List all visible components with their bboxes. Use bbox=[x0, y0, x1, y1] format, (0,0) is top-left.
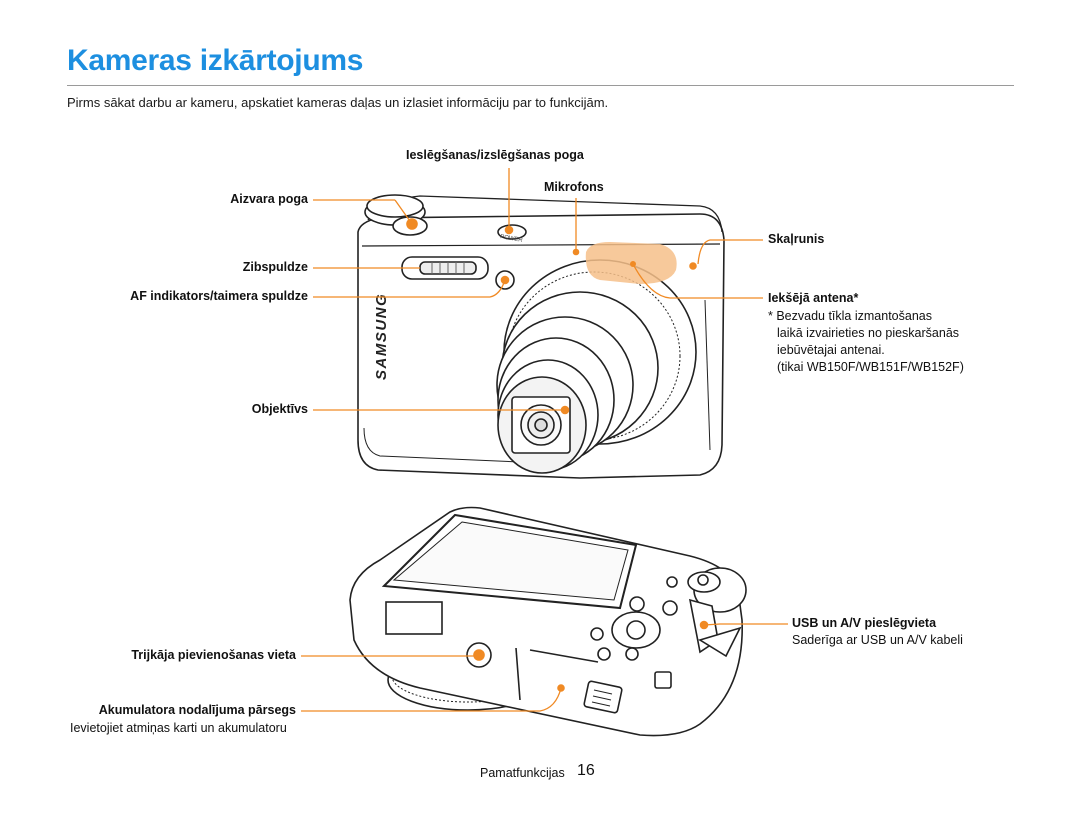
title-divider bbox=[67, 85, 1014, 86]
label-speaker: Skaļrunis bbox=[768, 232, 825, 246]
label-lens: Objektīvs bbox=[251, 402, 308, 416]
label-microphone: Mikrofons bbox=[544, 180, 604, 194]
callout-lines bbox=[301, 168, 788, 712]
battery-note: Ievietojiet atmiņas karti un akumulatoru bbox=[70, 721, 287, 735]
footer-section: Pamatfunkcijas bbox=[480, 766, 565, 780]
label-tripod: Trijkāja pievienošanas vieta bbox=[131, 648, 296, 662]
label-af-lamp: AF indikators/taimera spuldze bbox=[130, 289, 308, 303]
usb-note: Saderīga ar USB un A/V kabeli bbox=[792, 633, 963, 647]
label-usb-port: USB un A/V pieslēgvieta bbox=[792, 616, 937, 630]
footer-page-number: 16 bbox=[577, 762, 595, 779]
label-battery-cover: Akumulatora nodalījuma pārsegs bbox=[98, 703, 296, 717]
antenna-note-1: * Bezvadu tīkla izmantošanas bbox=[768, 309, 932, 323]
camera-front bbox=[357, 194, 725, 479]
label-flash: Zibspuldze bbox=[242, 260, 308, 274]
label-antenna: Iekšējā antena* bbox=[768, 291, 859, 305]
label-power-button: Ieslēgšanas/izslēgšanas poga bbox=[406, 148, 584, 162]
antenna-note-4: (tikai WB150F/WB151F/WB152F) bbox=[777, 360, 964, 374]
page-title: Kameras izkārtojums bbox=[67, 44, 364, 77]
brand-logo: SAMSUNG bbox=[373, 293, 390, 380]
antenna-note-3: iebūvētajai antenai. bbox=[777, 343, 885, 357]
intro-text: Pirms sākat darbu ar kameru, apskatiet k… bbox=[67, 95, 609, 110]
antenna-note-2: laikā izvairieties no pieskaršanās bbox=[777, 326, 960, 340]
label-shutter-button: Aizvara poga bbox=[230, 192, 308, 206]
power-text: POWER bbox=[500, 234, 524, 244]
camera-back bbox=[349, 506, 747, 737]
